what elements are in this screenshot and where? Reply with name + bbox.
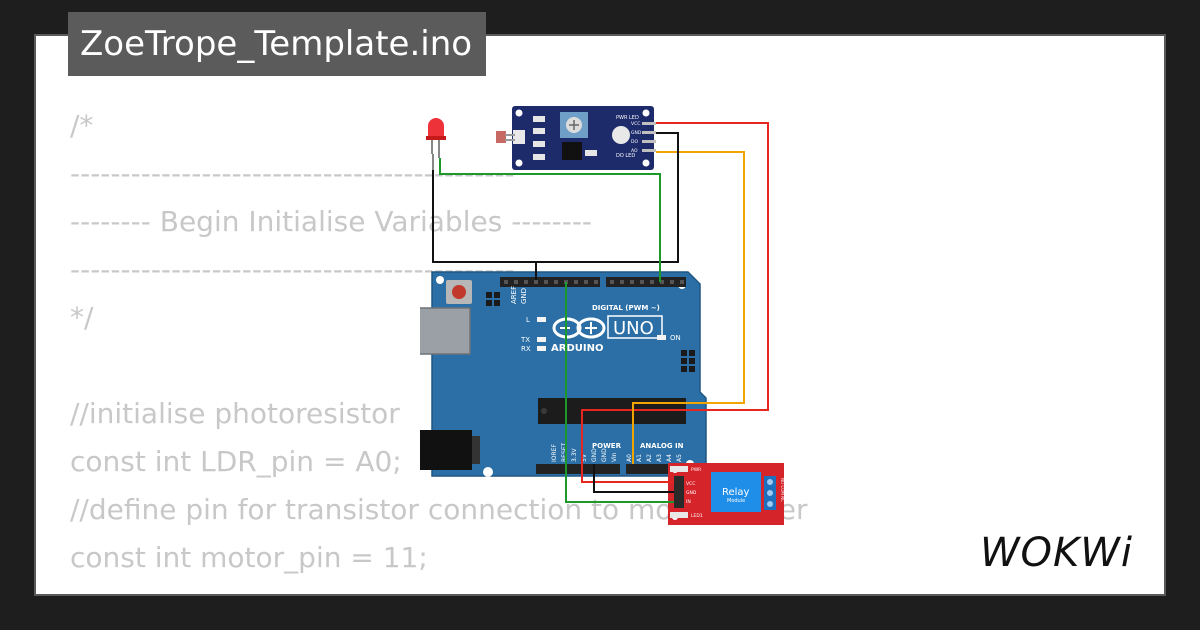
circuit-diagram: AREF GND DIGITAL (PWM ~) L TX RX UNO ARD… <box>420 106 785 525</box>
pin-label-ioref: IOREF <box>551 444 558 462</box>
relay-label: Relay <box>722 487 750 498</box>
board-brand: ARDUINO <box>551 343 603 354</box>
wire-green-led <box>439 158 661 282</box>
relay-contacts-label: NO COM NC <box>780 478 785 502</box>
usb-port <box>420 307 471 355</box>
pin-label-gnd: GND <box>601 448 608 462</box>
digital-header-label: DIGITAL (PWM ~) <box>592 304 660 312</box>
comparator-chip <box>562 142 582 160</box>
do-led-label: DO LED <box>616 153 635 159</box>
wire-black-ldr-gnd <box>535 132 679 280</box>
pin-label-a3: A3 <box>656 454 663 462</box>
project-title: ZoeTrope_Template.ino <box>68 12 487 76</box>
pin-label-a5: A5 <box>676 454 683 462</box>
wokwi-wordmark: WOKWi <box>980 530 1133 576</box>
code-line: */ <box>70 301 94 334</box>
code-line: -------- Begin Initialise Variables ----… <box>70 205 593 238</box>
pin-label-gnd: GND <box>591 448 598 462</box>
wire-black-relay-gnd <box>593 464 674 493</box>
pin-label-a1: A1 <box>636 454 643 462</box>
wire-green-relay <box>565 282 674 503</box>
power-header <box>536 464 620 474</box>
board-model: UNO <box>613 318 654 339</box>
digital-header-left <box>500 277 600 287</box>
led-label-rx: RX <box>521 345 531 353</box>
code-line: const int LDR_pin = A0; <box>70 445 402 478</box>
wokwi-logo: WOKWi <box>980 530 1133 576</box>
led-label-l: L <box>526 316 530 324</box>
status-led <box>612 126 630 144</box>
pwr-led-label: PWR LED <box>616 115 639 121</box>
relay-sublabel: Module <box>727 498 745 504</box>
red-led[interactable] <box>426 118 446 170</box>
code-editor: /*--------------------------------------… <box>70 102 808 594</box>
power-header-label: POWER <box>592 442 622 450</box>
analog-header <box>626 464 690 474</box>
wire-orange <box>632 151 745 464</box>
pin-label-gnd: GND <box>520 288 528 304</box>
analog-header-label: ANALOG IN <box>640 442 684 450</box>
arduino-uno-board[interactable]: AREF GND DIGITAL (PWM ~) L TX RX UNO ARD… <box>420 271 707 477</box>
code-line: /* <box>70 109 94 142</box>
relay-block <box>711 472 761 512</box>
relay-pin-gnd: GND <box>686 490 697 496</box>
relay-pwr-label: PWR <box>691 467 701 473</box>
pin-label-reset: RESET <box>561 442 568 462</box>
pin-label-a4: A4 <box>666 454 673 462</box>
ldr-pin-gnd: GND <box>631 130 642 136</box>
digital-header-right <box>606 277 686 287</box>
relay-led1-label: LED1 <box>691 513 703 519</box>
code-line: const int led_pin = 2; <box>70 582 808 594</box>
pin-label-a0: A0 <box>626 454 633 462</box>
led-label-on: ON <box>670 334 681 342</box>
ldr-pin-vcc: VCC <box>631 121 640 127</box>
wire-red <box>581 122 769 483</box>
pin-label-3v3: 3.3V <box>571 447 578 462</box>
relay-pin-vcc: VCC <box>686 481 695 487</box>
code-line: //initialise photoresistor <box>70 397 400 430</box>
ldr-pin-do: DO <box>631 139 638 145</box>
pin-label-vin: Vin <box>611 452 618 462</box>
pin-label-5v: 5V <box>581 453 588 462</box>
icsp-header <box>486 292 500 306</box>
ldr-pin-ao: AO <box>631 148 638 154</box>
power-jack <box>420 430 472 470</box>
code-line: const int motor_pin = 11; <box>70 541 428 574</box>
relay-input-header <box>674 476 684 508</box>
wire-black-led-gnd <box>432 170 536 263</box>
led-label-tx: TX <box>520 336 530 344</box>
relay-pin-in: IN <box>686 499 691 505</box>
photoresistor-module[interactable]: PWR LED DO LED VCC GND DO AO <box>496 106 656 170</box>
pin-label-a2: A2 <box>646 454 653 462</box>
pin-label-aref: AREF <box>510 286 518 304</box>
relay-module[interactable]: PWR LED1 VCC GND IN Relay Module NO COM … <box>668 463 785 525</box>
wires <box>432 122 769 503</box>
photoresistor-icon <box>496 131 506 143</box>
